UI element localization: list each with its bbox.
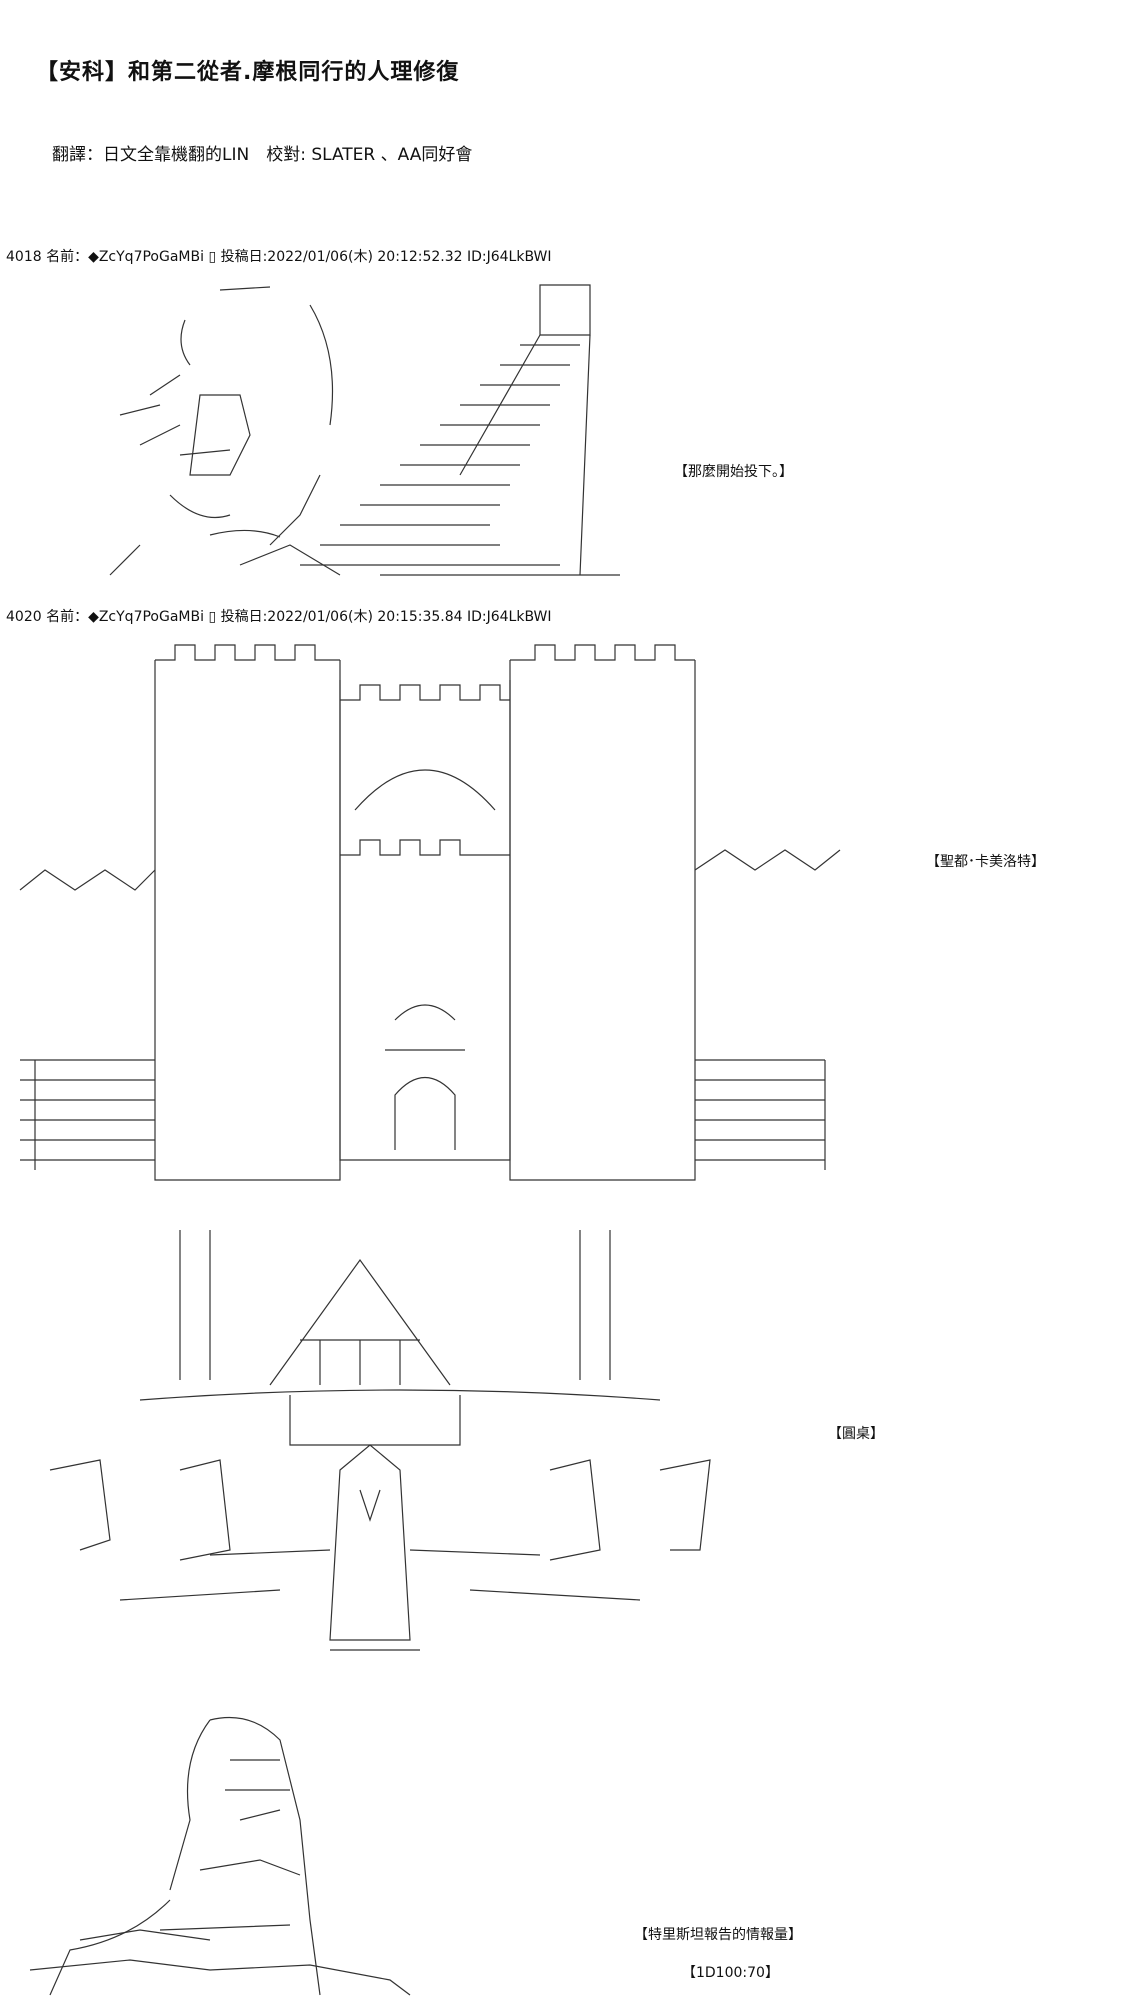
post-header-4020: 4020 名前：◆ZcYq7PoGaMBi ▯ 投稿日:2022/01/06(木…: [6, 609, 552, 625]
page-title: 【安科】和第二從者.摩根同行的人理修復: [36, 60, 460, 85]
caption-start: 【那麼開始投下。】: [674, 464, 793, 480]
translator-credits: 翻譯：日文全靠機翻的LIN 校對: SLATER 、AA同好會: [52, 145, 473, 165]
caption-camelot: 【聖都･卡美洛特】: [926, 854, 1045, 870]
ascii-art-round-table-hall: [40, 1220, 720, 1670]
caption-dice-roll: 【1D100:70】: [682, 1965, 779, 1981]
ascii-art-camelot-castle: [15, 640, 855, 1190]
post-header-4018: 4018 名前：◆ZcYq7PoGaMBi ▯ 投稿日:2022/01/06(木…: [6, 249, 552, 265]
caption-round-table: 【圓桌】: [828, 1426, 884, 1442]
ascii-art-tristan: [10, 1700, 430, 2000]
caption-report: 【特里斯坦報告的情報量】: [634, 1927, 802, 1943]
ascii-art-morgan-on-stairs: [80, 275, 640, 595]
